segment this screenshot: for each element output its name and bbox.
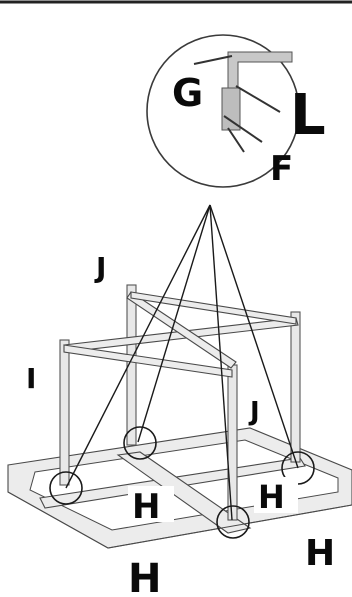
magnifier-circle [146,34,300,188]
anchor-ring-back [123,426,157,460]
top-rails [63,291,299,378]
label-h-left: H [132,487,160,527]
label-i: I [26,362,36,395]
anchor-ring-left [49,471,83,505]
label-h-right: H [258,478,285,516]
label-j-top: J [94,251,106,284]
label-l: L [290,83,326,148]
label-j-mid: J [248,397,260,427]
post-right [290,311,301,463]
post-front [227,364,238,521]
label-h-bottom: H [128,556,161,597]
post-left [59,339,70,486]
anchor-ring-front [216,505,250,539]
guy-wires [65,204,299,521]
post-back [126,284,137,446]
label-h-far-right: H [305,533,335,574]
label-g: G [172,71,203,115]
base-frame [7,427,352,549]
label-f: F [270,149,293,189]
anchor-rings [49,426,315,539]
